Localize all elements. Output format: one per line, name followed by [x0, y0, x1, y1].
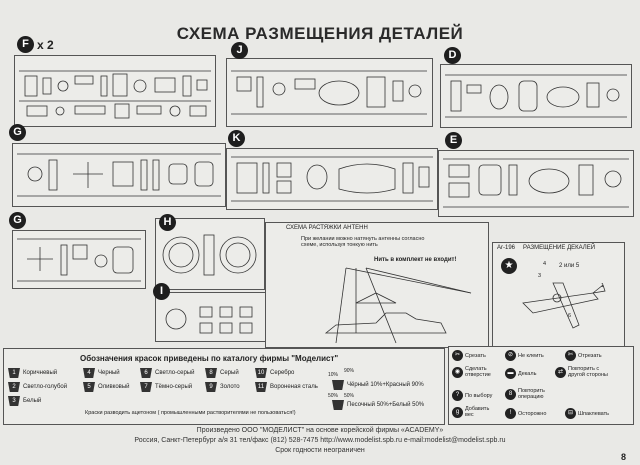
aircraft-drawing [522, 282, 606, 329]
sprue-d-drawing [445, 74, 627, 118]
decals-code: Ar-196 [497, 245, 516, 251]
cut-icon-item: ✄Отрезать [565, 350, 602, 361]
sprue-d [440, 64, 632, 128]
sprue-j-label: J [231, 42, 248, 59]
caution-icon-item: !Осторожно [505, 408, 546, 419]
sprue-k-drawing [231, 156, 433, 202]
cut-off-icon-item: ✂Срезать [452, 350, 486, 361]
sprue-g-bottom [12, 230, 146, 289]
decals-panel: Ar-196 РАЗМЕЩЕНИЕ ДЕКАЛЕЙ 2 или 5 4 3 1 … [492, 242, 625, 347]
sprue-f-label: F [17, 36, 34, 53]
antenna-title: СХЕМА РАСТЯЖКИ АНТЕНН [286, 225, 368, 231]
sprue-k-label: K [228, 130, 245, 147]
page-title: СХЕМА РАЗМЕЩЕНИЯ ДЕТАЛЕЙ [176, 24, 464, 43]
page-number: 8 [620, 452, 626, 462]
antenna-drawing [324, 267, 472, 344]
decals-num-1: 1 [601, 283, 605, 289]
putty-icon-item: ⊟Шпаклевать [565, 408, 609, 419]
sprue-h-label: H [159, 214, 176, 231]
sprue-h [155, 218, 265, 290]
sprue-k [226, 148, 438, 210]
antenna-warning: Нить в комплект не входит! [374, 257, 457, 263]
decal-icon-item: ▬Декаль [505, 368, 536, 379]
mix-pct-d: 50% [344, 393, 355, 399]
star-icon: ★ [501, 258, 517, 274]
paint-thinner-note: Краски разводить ацетоном ( промышленным… [85, 410, 296, 416]
sprue-f [14, 55, 216, 127]
decals-num-6: 6 [568, 313, 572, 319]
decals-note: 2 или 5 [559, 263, 580, 269]
sprue-f-count: x 2 [37, 38, 54, 52]
sprue-f-drawing [19, 70, 211, 119]
sprue-g-top [12, 143, 226, 207]
mix-pct-a: 10% [328, 372, 339, 378]
sprue-d-label: D [444, 47, 461, 64]
sprue-g-top-label: G [9, 124, 26, 141]
antenna-note: При желании можно натянуть антенны согла… [301, 236, 425, 248]
footer-line-3: Срок годности неограничен [275, 447, 365, 454]
optional-icon-item: ?По выбору [452, 390, 492, 401]
no-glue-icon-item: ⊘Не клеить [505, 350, 544, 361]
sprue-i-label: I [153, 283, 170, 300]
footer-line-2: Россия, Санкт-Петербург а/я 31 тел/факс … [134, 437, 506, 444]
paint-mix-2: Песочный 50%+Белый 50% [332, 400, 424, 410]
symbols-panel [448, 346, 634, 425]
decals-num-3: 3 [538, 273, 542, 279]
repeat-other-side-icon-item: ⇄Повторить с другой стороны [555, 366, 614, 378]
sprue-g-top-drawing [17, 153, 221, 197]
sprue-e [438, 150, 634, 217]
footer-line-1: Произведено ООО "МОДЕЛИСТ" на основе кор… [196, 427, 444, 434]
drill-hole-icon-item: ◉Сделать отверстие [452, 366, 493, 378]
paint-legend-title: Обозначения красок приведены по каталогу… [80, 354, 339, 363]
sprue-e-drawing [443, 158, 629, 208]
mix-pct-c: 50% [328, 393, 339, 399]
paint-legend [3, 348, 445, 425]
paint-mix-1: Чёрный 10%+Красный 90% [332, 380, 424, 390]
decals-num-4: 4 [543, 261, 547, 267]
sprue-j-drawing [231, 70, 427, 115]
decals-title: РАЗМЕЩЕНИЕ ДЕКАЛЕЙ [523, 245, 596, 251]
sprue-g-bottom-label: G [9, 212, 26, 229]
mix-pct-b: 90% [344, 368, 355, 374]
sprue-g-bottom-drawing [17, 238, 141, 282]
sprue-j [226, 58, 433, 127]
sprue-e-label: E [445, 132, 462, 149]
sprue-h-drawing [162, 234, 257, 276]
antenna-panel: СХЕМА РАСТЯЖКИ АНТЕНН При желании можно … [265, 222, 489, 348]
